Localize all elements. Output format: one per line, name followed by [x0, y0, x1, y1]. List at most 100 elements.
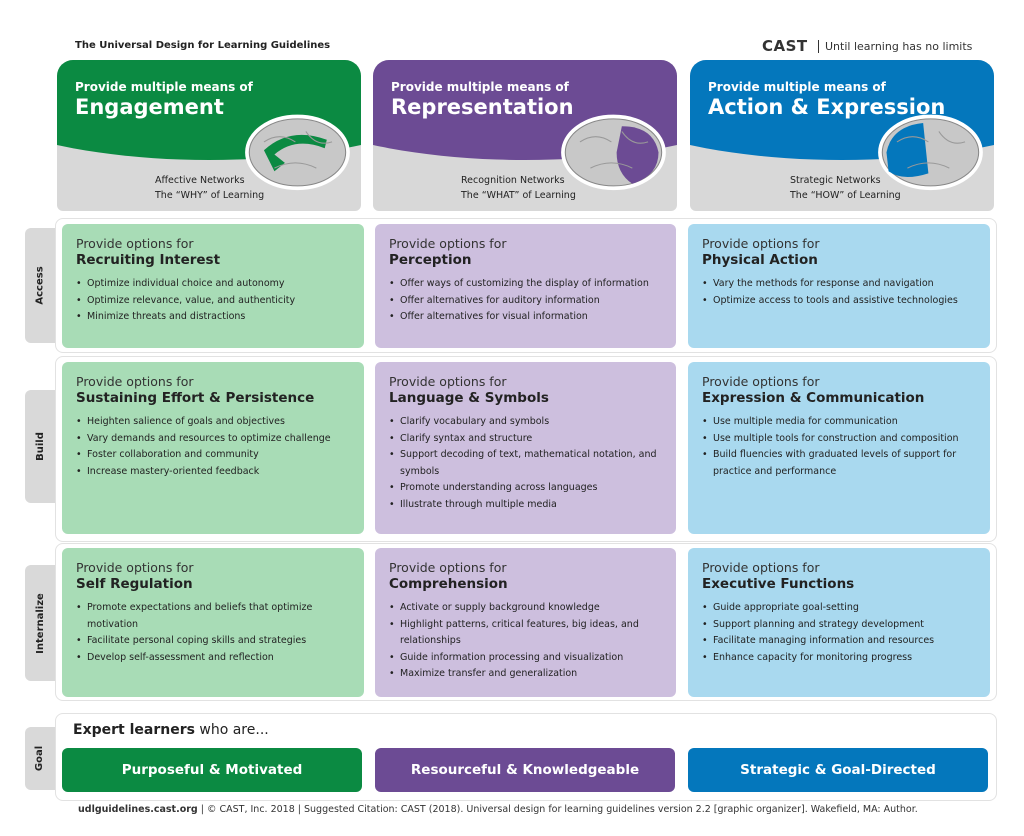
- cell-prefix: Provide options for: [702, 560, 820, 575]
- guideline-item: Guide appropriate goal-setting: [702, 600, 976, 617]
- guideline-name: Expression & Communication: [702, 390, 925, 406]
- guideline-item: Develop self-assessment and reflection: [76, 650, 350, 667]
- checkpoint-list: Clarify vocabulary and symbolsClarify sy…: [389, 414, 662, 513]
- guideline-item: Use multiple tools for construction and …: [702, 431, 976, 448]
- guideline-item: Facilitate managing information and reso…: [702, 633, 976, 650]
- checkpoint-list: Activate or supply background knowledgeH…: [389, 600, 662, 683]
- guideline-item: Offer ways of customizing the display of…: [389, 276, 662, 293]
- guideline-name: Perception: [389, 252, 472, 268]
- goal-heading-bold: Expert learners: [73, 722, 195, 738]
- cell-prefix: Provide options for: [389, 560, 507, 575]
- guideline-item: Optimize access to tools and assistive t…: [702, 293, 976, 310]
- checkpoint-list: Vary the methods for response and naviga…: [702, 276, 976, 309]
- cell-prefix: Provide options for: [702, 236, 820, 251]
- cell-prefix: Provide options for: [389, 236, 507, 251]
- cast-logo: CAST: [762, 37, 808, 55]
- guideline-cell: Provide options for Language & Symbols C…: [375, 362, 676, 534]
- guideline-item: Increase mastery-oriented feedback: [76, 464, 350, 481]
- guideline-item: Build fluencies with graduated levels of…: [702, 447, 976, 480]
- network-why: The “WHY” of Learning: [155, 190, 265, 201]
- guideline-cell: Provide options for Sustaining Effort & …: [62, 362, 364, 534]
- principle-subtitle: Provide multiple means of: [391, 80, 569, 94]
- row-label-internalize: Internalize: [25, 565, 55, 681]
- checkpoint-list: Optimize individual choice and autonomyO…: [76, 276, 350, 326]
- row-label-text: Build: [34, 432, 46, 461]
- cell-prefix: Provide options for: [389, 374, 507, 389]
- row-label-access: Access: [25, 228, 55, 343]
- goal-engagement: Purposeful & Motivated: [62, 748, 362, 792]
- guideline-item: Use multiple media for communication: [702, 414, 976, 431]
- principle-card-engagement: Provide multiple means of Engagement Aff…: [57, 60, 361, 211]
- guideline-item: Support planning and strategy developmen…: [702, 617, 976, 634]
- row-label-text: Access: [34, 266, 46, 305]
- guideline-item: Activate or supply background knowledge: [389, 600, 662, 617]
- guideline-cell: Provide options for Executive Functions …: [688, 548, 990, 697]
- guideline-item: Guide information processing and visuali…: [389, 650, 662, 667]
- row-label-text: Internalize: [34, 592, 46, 654]
- network-name: Strategic Networks: [790, 175, 881, 186]
- guideline-name: Executive Functions: [702, 576, 855, 592]
- network-name: Recognition Networks: [461, 175, 565, 186]
- checkpoint-list: Promote expectations and beliefs that op…: [76, 600, 350, 666]
- footer-citation: udlguidelines.cast.org | © CAST, Inc. 20…: [78, 804, 918, 815]
- checkpoint-list: Offer ways of customizing the display of…: [389, 276, 662, 326]
- row-label-text: Goal: [34, 745, 46, 772]
- guideline-item: Heighten salience of goals and objective…: [76, 414, 350, 431]
- guideline-item: Maximize transfer and generalization: [389, 666, 662, 683]
- guideline-name: Language & Symbols: [389, 390, 549, 406]
- guideline-item: Highlight patterns, critical features, b…: [389, 617, 662, 650]
- checkpoint-list: Heighten salience of goals and objective…: [76, 414, 350, 480]
- guideline-item: Foster collaboration and community: [76, 447, 350, 464]
- goal-heading: Expert learners who are...: [73, 722, 269, 738]
- guideline-cell: Provide options for Expression & Communi…: [688, 362, 990, 534]
- guideline-item: Illustrate through multiple media: [389, 497, 662, 514]
- guideline-cell: Provide options for Recruiting Interest …: [62, 224, 364, 348]
- guideline-name: Comprehension: [389, 576, 508, 592]
- row-label-goal: Goal: [25, 727, 55, 790]
- goal-heading-rest: who are...: [194, 722, 269, 738]
- brain-icon: [561, 114, 666, 191]
- goal-action: Strategic & Goal-Directed: [688, 748, 988, 792]
- checkpoint-list: Guide appropriate goal-settingSupport pl…: [702, 600, 976, 666]
- document-title: The Universal Design for Learning Guidel…: [75, 40, 331, 51]
- cell-prefix: Provide options for: [76, 236, 194, 251]
- principle-subtitle: Provide multiple means of: [75, 80, 253, 94]
- principle-name: Engagement: [75, 95, 224, 119]
- checkpoint-list: Use multiple media for communicationUse …: [702, 414, 976, 480]
- goal-representation: Resourceful & Knowledgeable: [375, 748, 675, 792]
- principle-name: Action & Expression: [708, 95, 946, 119]
- principle-card-action: Provide multiple means of Action & Expre…: [690, 60, 994, 211]
- guideline-name: Physical Action: [702, 252, 818, 268]
- guideline-item: Support decoding of text, mathematical n…: [389, 447, 662, 480]
- guideline-item: Clarify vocabulary and symbols: [389, 414, 662, 431]
- guideline-cell: Provide options for Self Regulation Prom…: [62, 548, 364, 697]
- cell-prefix: Provide options for: [76, 374, 194, 389]
- network-name: Affective Networks: [155, 175, 245, 186]
- guideline-item: Clarify syntax and structure: [389, 431, 662, 448]
- guideline-item: Vary demands and resources to optimize c…: [76, 431, 350, 448]
- guideline-item: Promote understanding across languages: [389, 480, 662, 497]
- cell-prefix: Provide options for: [76, 560, 194, 575]
- guideline-item: Promote expectations and beliefs that op…: [76, 600, 350, 633]
- guideline-name: Self Regulation: [76, 576, 193, 592]
- principle-subtitle: Provide multiple means of: [708, 80, 886, 94]
- guideline-item: Minimize threats and distractions: [76, 309, 350, 326]
- brain-icon: [878, 114, 983, 191]
- guideline-cell: Provide options for Perception Offer way…: [375, 224, 676, 348]
- guideline-name: Sustaining Effort & Persistence: [76, 390, 315, 406]
- guideline-item: Vary the methods for response and naviga…: [702, 276, 976, 293]
- network-why: The “WHAT” of Learning: [461, 190, 576, 201]
- guideline-item: Optimize individual choice and autonomy: [76, 276, 350, 293]
- row-label-build: Build: [25, 390, 55, 503]
- guideline-item: Facilitate personal coping skills and st…: [76, 633, 350, 650]
- guideline-item: Enhance capacity for monitoring progress: [702, 650, 976, 667]
- network-why: The “HOW” of Learning: [790, 190, 901, 201]
- footer-site: udlguidelines.cast.org: [78, 804, 198, 815]
- guideline-name: Recruiting Interest: [76, 252, 221, 268]
- principle-name: Representation: [391, 95, 574, 119]
- guideline-cell: Provide options for Comprehension Activa…: [375, 548, 676, 697]
- guideline-item: Offer alternatives for auditory informat…: [389, 293, 662, 310]
